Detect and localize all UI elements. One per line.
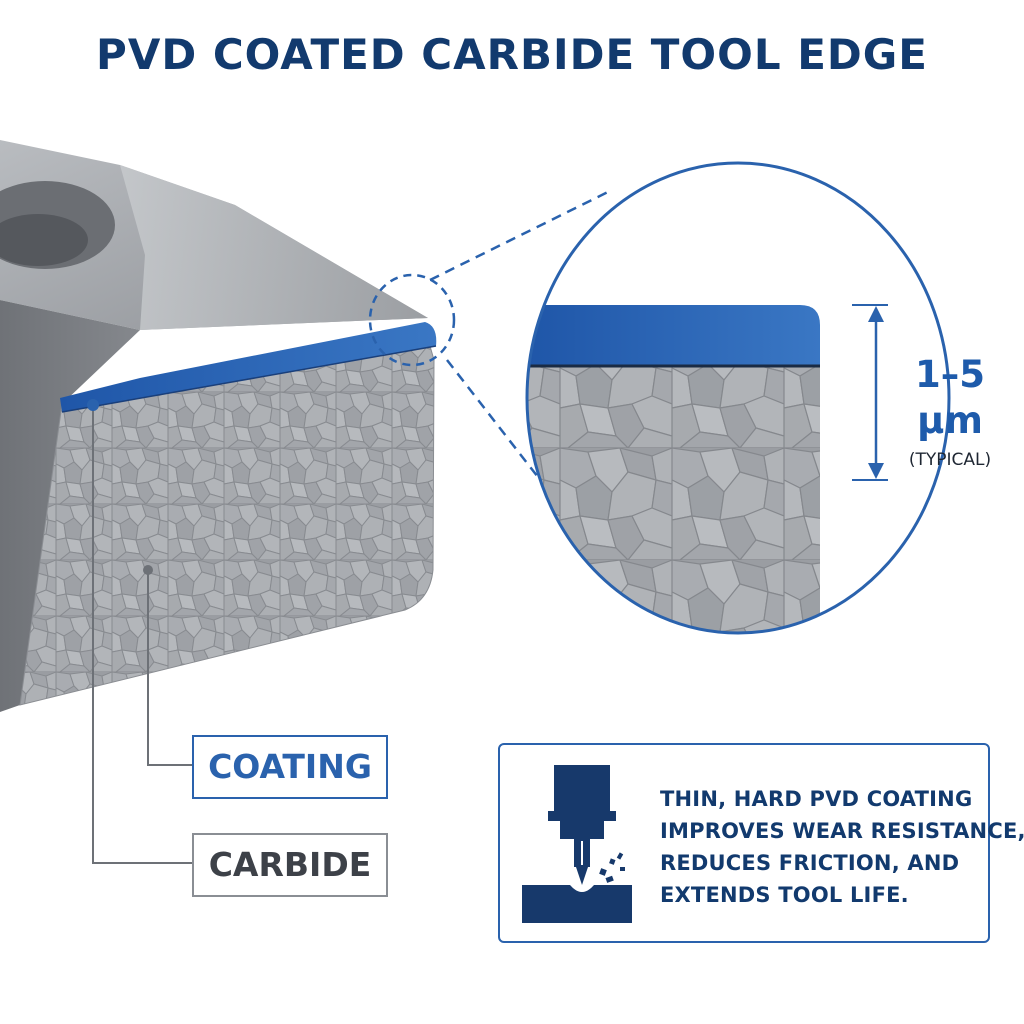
zoom-carbide — [527, 362, 820, 633]
arrow-up-icon — [868, 306, 884, 322]
thickness-note: (TYPICAL) — [908, 450, 992, 470]
zoom-frame — [525, 161, 951, 635]
carbide-insert — [0, 140, 437, 712]
zoom-connector-bottom — [446, 359, 549, 491]
coating-layer — [60, 322, 437, 412]
magnify-marker — [368, 273, 456, 367]
zoom-view — [527, 163, 949, 633]
carbide-leader-dot — [87, 399, 99, 411]
zoom-coating — [527, 305, 820, 365]
coating-label: COATING — [192, 735, 388, 799]
milling-tool-icon — [522, 765, 632, 923]
info-text: THIN, HARD PVD COATING IMPROVES WEAR RES… — [660, 783, 1024, 911]
coating-leader-dot — [143, 565, 153, 575]
info-line: THIN, HARD PVD COATING — [660, 787, 973, 811]
arrow-down-icon — [868, 463, 884, 479]
insert-side-face — [0, 300, 140, 712]
thickness-label: 1–5 µm (TYPICAL) — [880, 352, 1020, 472]
info-panel: THIN, HARD PVD COATING IMPROVES WEAR RES… — [498, 743, 1024, 943]
carbide-leader-line — [92, 405, 192, 864]
info-line: EXTENDS TOOL LIFE. — [660, 883, 909, 907]
thickness-value: 1–5 — [915, 353, 985, 396]
thickness-dimension — [852, 304, 888, 481]
thickness-unit: µm — [917, 399, 983, 442]
carbide-label: CARBIDE — [192, 833, 388, 897]
insert-facet — [120, 165, 428, 330]
coating-leader-line — [147, 570, 192, 766]
info-line: REDUCES FRICTION, AND — [660, 851, 960, 875]
page-title: PVD COATED CARBIDE TOOL EDGE — [96, 30, 928, 79]
mounting-hole-inner — [0, 214, 88, 266]
info-line: IMPROVES WEAR RESISTANCE, — [660, 819, 1024, 843]
carbide-cross-section — [19, 345, 435, 706]
